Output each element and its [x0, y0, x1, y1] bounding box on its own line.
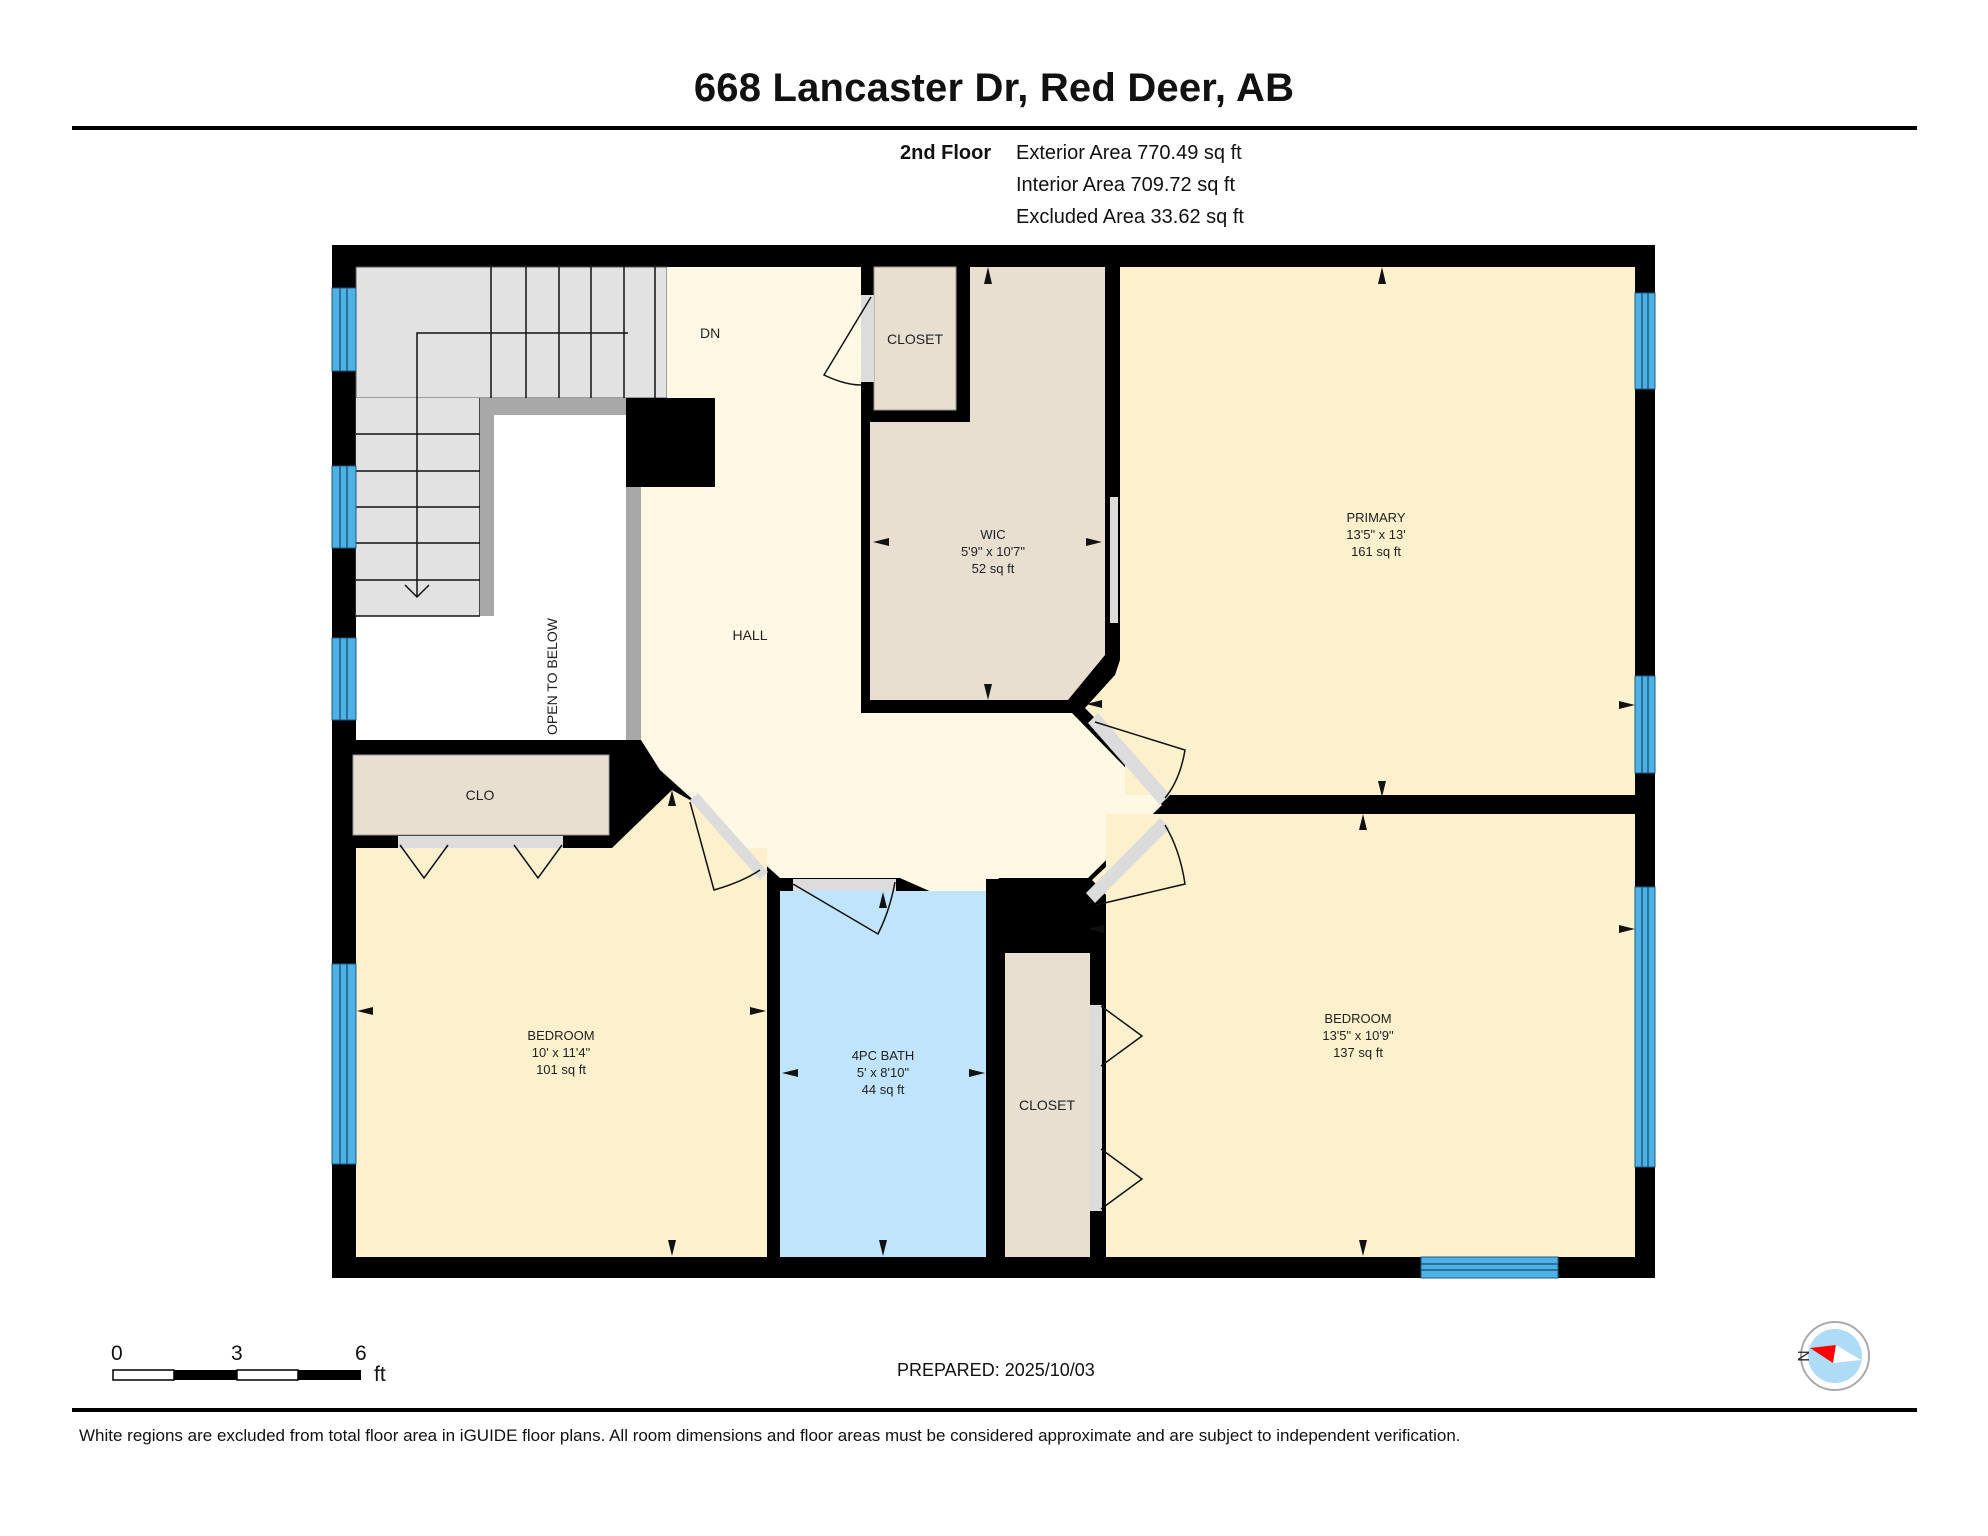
svg-text:5' x 8'10": 5' x 8'10" — [857, 1065, 910, 1080]
svg-text:PRIMARY: PRIMARY — [1347, 510, 1406, 525]
room-label-bath: 4PC BATH 5' x 8'10" 44 sq ft — [852, 1048, 915, 1097]
room-label-bedroom-left: BEDROOM 10' x 11'4" 101 sq ft — [527, 1028, 594, 1077]
svg-text:BEDROOM: BEDROOM — [1324, 1011, 1391, 1026]
svg-text:N: N — [1794, 1350, 1811, 1362]
clo-label: CLO — [466, 787, 495, 803]
scale-tick-6: 6 — [355, 1342, 367, 1365]
scale-tick-0: 0 — [111, 1342, 123, 1365]
walk-in-closet — [870, 267, 1105, 700]
svg-text:52 sq ft: 52 sq ft — [972, 561, 1015, 576]
svg-text:4PC BATH: 4PC BATH — [852, 1048, 915, 1063]
svg-text:44 sq ft: 44 sq ft — [862, 1082, 905, 1097]
hall-label: HALL — [732, 627, 767, 643]
bathroom — [780, 891, 986, 1257]
stair-dn-label: DN — [700, 325, 720, 341]
clo — [352, 754, 610, 836]
footer-divider — [72, 1408, 1917, 1412]
svg-text:13'5" x 10'9": 13'5" x 10'9" — [1322, 1028, 1394, 1043]
svg-text:137 sq ft: 137 sq ft — [1333, 1045, 1383, 1060]
scale-tick-3: 3 — [231, 1342, 243, 1365]
bifold-door — [399, 844, 449, 880]
bifold-door — [1100, 1005, 1144, 1067]
closet-top — [873, 266, 957, 411]
hall — [641, 267, 1162, 940]
open-to-below-label: OPEN TO BELOW — [544, 617, 560, 735]
interior-area: Interior Area 709.72 sq ft — [1016, 174, 1236, 196]
closet-bottom-label: CLOSET — [1019, 1097, 1075, 1113]
svg-text:13'5" x 13': 13'5" x 13' — [1346, 527, 1405, 542]
scale-unit: ft — [374, 1363, 386, 1386]
chimney-block — [626, 398, 715, 487]
bedroom-right-door-swing — [1095, 824, 1186, 906]
closet-bottom — [1005, 953, 1090, 1257]
svg-text:101 sq ft: 101 sq ft — [536, 1062, 586, 1077]
bifold-door — [513, 844, 563, 880]
scale-bar — [112, 1369, 361, 1381]
svg-text:5'9" x 10'7": 5'9" x 10'7" — [961, 544, 1025, 559]
primary-door-swing — [1094, 721, 1186, 799]
page-title: 668 Lancaster Dr, Red Deer, AB — [693, 66, 1295, 110]
bifold-door — [1100, 1148, 1144, 1210]
svg-text:10' x 11'4": 10' x 11'4" — [532, 1045, 591, 1060]
header-divider — [72, 126, 1917, 130]
room-label-bedroom-right: BEDROOM 13'5" x 10'9" 137 sq ft — [1322, 1011, 1394, 1060]
floor-label: 2nd Floor — [900, 142, 992, 164]
svg-text:WIC: WIC — [980, 527, 1005, 542]
closet-door-swing — [822, 296, 872, 386]
compass-icon: N — [1794, 1321, 1870, 1391]
room-label-primary: PRIMARY 13'5" x 13' 161 sq ft — [1346, 510, 1406, 559]
prepared-date: PREPARED: 2025/10/03 — [897, 1360, 1095, 1380]
bedroom-left-door-swing — [689, 801, 761, 891]
bedroom-left — [356, 848, 767, 1257]
closet-top-label: CLOSET — [887, 331, 943, 347]
exterior-area: Exterior Area 770.49 sq ft — [1016, 142, 1242, 164]
bath-door-swing — [792, 881, 896, 936]
dimension-arrows — [357, 267, 1635, 1256]
disclaimer: White regions are excluded from total fl… — [79, 1426, 1461, 1445]
windows — [331, 287, 1656, 1279]
svg-text:161 sq ft: 161 sq ft — [1351, 544, 1401, 559]
excluded-area: Excluded Area 33.62 sq ft — [1016, 206, 1244, 228]
svg-text:BEDROOM: BEDROOM — [527, 1028, 594, 1043]
room-label-wic: WIC 5'9" x 10'7" 52 sq ft — [961, 527, 1025, 576]
bedroom-right — [1106, 814, 1635, 1257]
